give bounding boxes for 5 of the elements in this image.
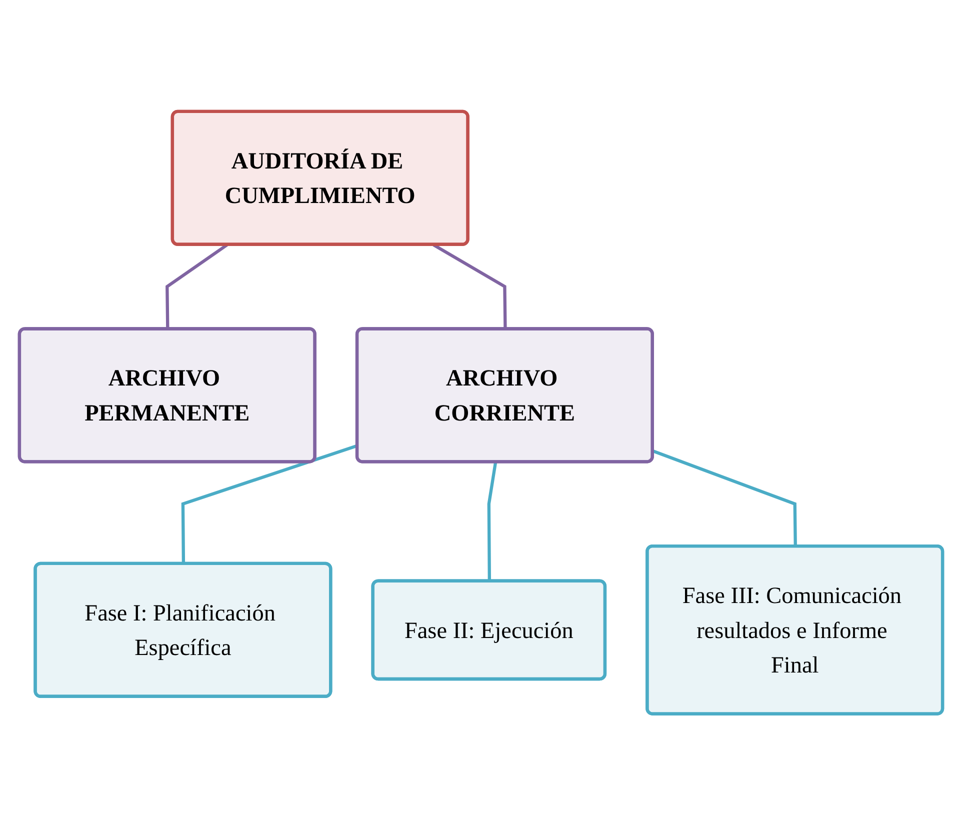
connector xyxy=(432,243,506,330)
connector xyxy=(180,444,358,564)
connector xyxy=(652,449,796,546)
connector xyxy=(165,243,228,330)
connector xyxy=(486,462,497,582)
